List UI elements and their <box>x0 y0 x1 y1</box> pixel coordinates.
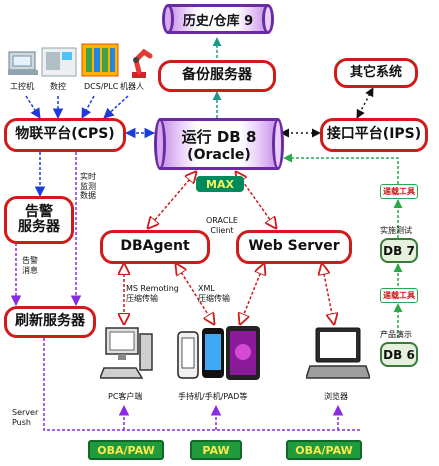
max-badge: MAX <box>196 176 244 192</box>
server-push-bus <box>43 338 360 431</box>
run-db-label-1: 运行 DB 8 <box>181 127 257 146</box>
pc-client-label: PC客户端 <box>108 392 143 401</box>
link-ips-other <box>356 87 374 119</box>
mobile-devices-icon <box>177 326 260 380</box>
db7: DB 7 <box>380 238 418 263</box>
oba-paw-badge-right: OBA/PAW <box>286 440 362 460</box>
paw-badge-mid: PAW <box>190 440 242 460</box>
ms-remoting-label: MS Remoting 压缩传输 <box>126 284 179 303</box>
alarm-msg-label: 告警 消息 <box>22 256 38 275</box>
link-ipc-cps <box>25 95 41 119</box>
server-push-text: Server Push <box>12 408 39 427</box>
link-robot-cps <box>103 95 129 119</box>
ips-platform-label: 接口平台(IPS) <box>326 126 422 143</box>
realtime-data-label: 实时 监测 数据 <box>80 172 96 201</box>
xml-label: XML 压缩传输 <box>198 284 230 303</box>
browser-label: 浏览器 <box>324 392 348 401</box>
alarm-server-label-2: 服务器 <box>18 219 60 235</box>
alarm-server-label-1: 告警 <box>25 203 53 220</box>
ipc-device <box>6 44 42 80</box>
dcs-plc-icon <box>81 43 119 77</box>
ipc-label: 工控机 <box>10 82 34 91</box>
other-systems-label: 其它系统 <box>349 64 402 80</box>
test-label: 实施测试 <box>380 226 412 235</box>
alarm-msg-text: 告警 消息 <box>22 256 38 275</box>
run-db: 运行 DB 8 (Oracle) <box>154 118 284 170</box>
cps-platform: 物联平台(CPS) <box>4 118 126 152</box>
other-systems: 其它系统 <box>334 58 418 88</box>
handheld-label: 手持机/手机/PAD等 <box>178 392 248 401</box>
robot-device <box>124 44 154 80</box>
link-web-browser <box>322 264 334 324</box>
cnc-device <box>40 44 78 80</box>
cnc-label: 数控 <box>50 82 66 91</box>
link-run-dbagent <box>148 172 196 228</box>
server-push-label: Server Push <box>12 408 38 427</box>
link-tool-run <box>283 153 399 184</box>
dcs-device <box>80 40 120 80</box>
link-web-handheld <box>240 264 264 324</box>
backup-server: 备份服务器 <box>158 60 276 92</box>
oracle-client-label: ORACLE Client <box>206 216 238 235</box>
realtime-data-text: 实时 监测 数据 <box>80 172 96 201</box>
link-dbagent-handheld <box>176 264 214 324</box>
dcs-label: DCS/PLC <box>84 82 119 91</box>
dbagent-node: DBAgent <box>100 230 210 264</box>
xml-text: XML 压缩传输 <box>198 284 230 303</box>
link-dcs-cps <box>81 95 95 119</box>
db6: DB 6 <box>380 342 418 367</box>
robot-label: 机器人 <box>120 82 144 91</box>
refresh-server: 刷新服务器 <box>4 306 96 338</box>
desktop-pc-icon <box>98 327 153 379</box>
transfer-tool-bottom: 递载工具 <box>380 288 418 303</box>
demo-label: 产品演示 <box>380 330 412 339</box>
webserver-node: Web Server <box>236 230 352 264</box>
webserver-label: Web Server <box>248 238 340 255</box>
history-db-label: 历史/仓库 9 <box>182 13 254 29</box>
laptop-icon <box>304 327 372 379</box>
cnc-icon <box>41 47 77 77</box>
pc-client-device <box>98 324 156 384</box>
history-db: 历史/仓库 9 <box>162 4 274 34</box>
browser-device <box>304 326 372 384</box>
ips-platform: 接口平台(IPS) <box>320 118 428 152</box>
ms-remoting-text: MS Remoting 压缩传输 <box>126 284 179 303</box>
refresh-server-label: 刷新服务器 <box>15 313 85 330</box>
backup-server-label: 备份服务器 <box>182 67 252 84</box>
cps-platform-label: 物联平台(CPS) <box>15 126 115 143</box>
run-db-label-2: (Oracle) <box>187 146 251 163</box>
alarm-server: 告警 服务器 <box>4 196 74 244</box>
handheld-device <box>176 324 262 386</box>
oracle-client-text: ORACLE Client <box>206 216 238 235</box>
robot-arm-icon <box>132 48 153 78</box>
ipc-icon <box>8 51 38 75</box>
dbagent-label: DBAgent <box>120 238 190 255</box>
oba-paw-badge-left: OBA/PAW <box>88 440 164 460</box>
transfer-tool-top: 递载工具 <box>380 184 418 199</box>
